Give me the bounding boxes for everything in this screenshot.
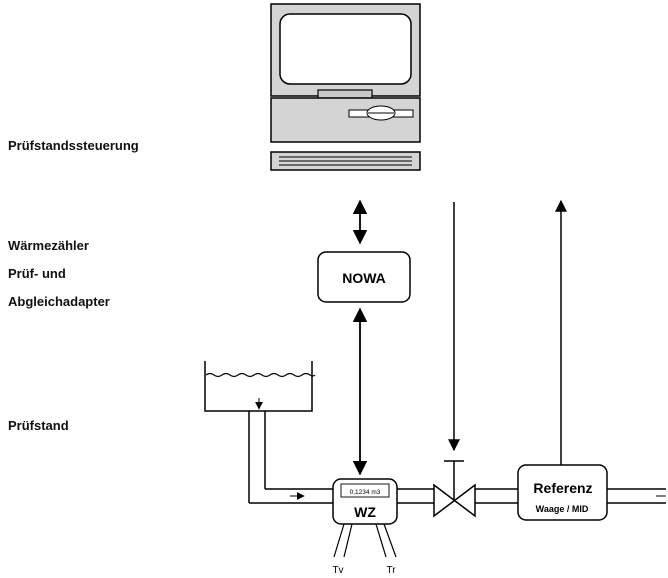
referenz-sub-label: Waage / MID: [536, 504, 589, 514]
computer-icon: [270, 3, 421, 171]
wz-display-value: 0,1234 m3: [350, 489, 381, 496]
label-pruefstand: Prüfstand: [8, 418, 69, 433]
wz-meter: 0,1234 m3 WZ: [332, 478, 398, 525]
referenz-label: Referenz: [533, 480, 592, 496]
label-waermezaehler: Wärmezähler: [8, 238, 89, 253]
nowa-label: NOWA: [342, 270, 386, 286]
label-abgleichadapter: Abgleichadapter: [8, 294, 110, 309]
label-pruef-und: Prüf- und: [8, 266, 66, 281]
temperature-sensors: Tv Tr: [332, 523, 397, 576]
wz-label: WZ: [354, 504, 376, 520]
water-tank: [204, 361, 316, 412]
supply-pipe: [248, 411, 333, 504]
tr-label: Tr: [386, 565, 396, 576]
tv-label: Tv: [332, 565, 343, 576]
label-pruefstandssteuerung: Prüfstandssteuerung: [8, 138, 139, 153]
referenz-box: Referenz Waage / MID: [517, 464, 608, 521]
valve-icon: [433, 460, 476, 518]
nowa-box: NOWA: [317, 251, 411, 303]
